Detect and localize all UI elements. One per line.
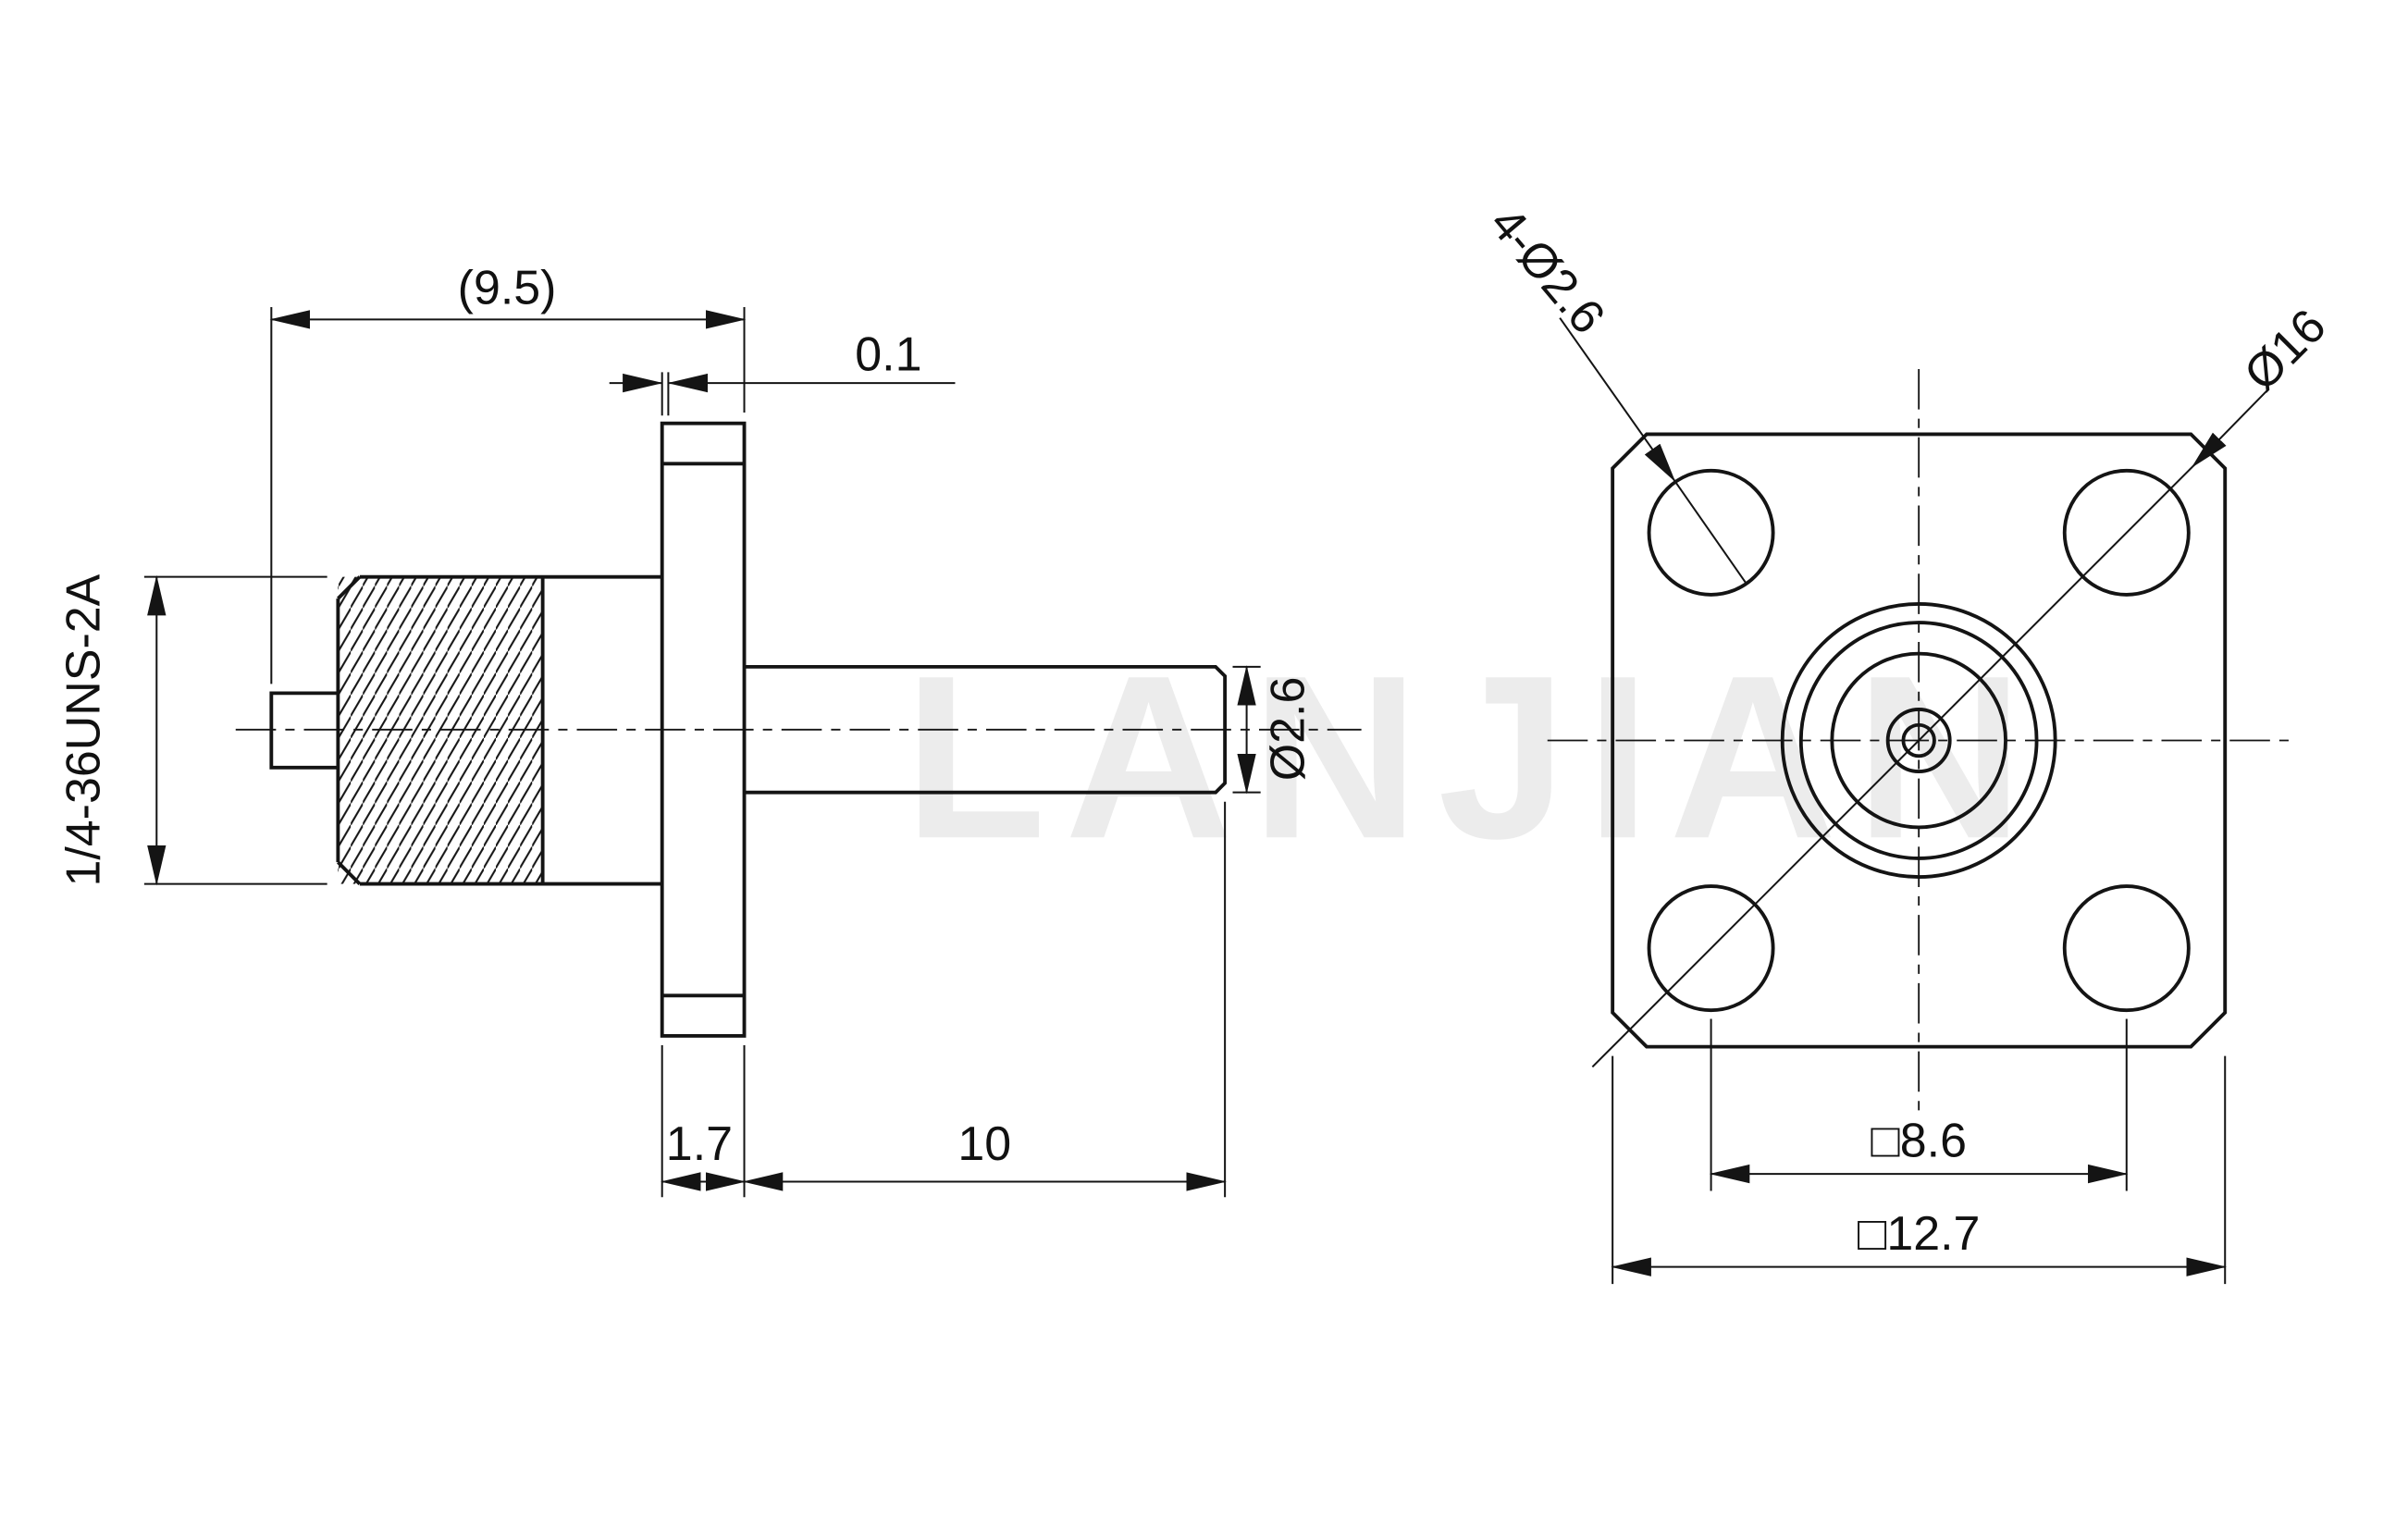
dim-flange-thickness-label: 1.7: [666, 1117, 733, 1171]
dim-flange-thickness: 1.7: [660, 1044, 747, 1198]
dim-flange-square-size-label: □12.7: [1858, 1207, 1980, 1261]
thread-chamfers: [337, 575, 362, 885]
dim-terminal-diameter-label: Ø2.6: [1262, 677, 1315, 782]
extension-lines: [661, 1044, 746, 1198]
dim-hole-square-spacing-label: □8.6: [1871, 1115, 1967, 1168]
dim-overall-length: (9.5): [269, 262, 747, 684]
dim-terminal-diameter: Ø2.6: [1232, 665, 1315, 795]
dim-flange-face-offset-label: 0.1: [855, 328, 921, 382]
leader-line: [2191, 389, 2268, 468]
body-edges: [359, 574, 662, 886]
dim-coupling-thread-label: 1/4-36UNS-2A: [56, 573, 110, 886]
extension-lines: [143, 575, 327, 885]
dim-flange-square-size: □12.7: [1611, 1055, 2228, 1285]
thread-hatch: [338, 576, 543, 884]
interface-circles: [1780, 602, 2057, 879]
flange-side: [660, 421, 747, 1038]
mounting-hole-bottom-right: [2062, 884, 2191, 1013]
side-view: (9.5) 0.1 1/4-36UNS-2A Ø2.6 1.7: [56, 262, 1362, 1198]
terminal-pin: [744, 664, 1228, 795]
interface-circle-thread-root: [1798, 621, 2039, 860]
interface-circle-outer: [1780, 602, 2057, 879]
mounting-hole-top-left: [1647, 468, 1775, 597]
extension-lines: [1612, 1055, 2227, 1285]
diagonal-construction-line: [1591, 465, 2193, 1068]
interface-circle-socket: [1885, 708, 1952, 773]
dim-terminal-length: 10: [742, 801, 1227, 1198]
leader-line: [1559, 317, 1676, 483]
dim-corner-circle-diameter-label: Ø16: [2234, 299, 2336, 401]
extension-lines: [661, 372, 670, 416]
watermark-text: LANJIAN: [904, 627, 2042, 887]
dim-overall-length-label: (9.5): [458, 262, 557, 315]
connector-body-outline: [269, 421, 1228, 1038]
interface-circle-contact: [1901, 722, 1936, 758]
extension-lines: [1710, 1018, 2128, 1191]
dim-coupling-thread: 1/4-36UNS-2A: [56, 573, 327, 887]
dim-mounting-holes-label: 4-Ø2.6: [1479, 197, 1615, 344]
dim-flange-face-offset: 0.1: [609, 328, 956, 416]
mounting-hole-bottom-left: [1647, 884, 1775, 1013]
leader-continuation: [1673, 480, 1747, 584]
flange-corner-witness-lines: [661, 462, 745, 998]
dim-terminal-length-label: 10: [957, 1117, 1011, 1171]
dim-hole-square-spacing: □8.6: [1709, 1018, 2129, 1191]
front-step: [269, 691, 339, 770]
interface-circle-bore: [1830, 651, 2007, 830]
mounting-hole-top-right: [2062, 468, 2191, 597]
